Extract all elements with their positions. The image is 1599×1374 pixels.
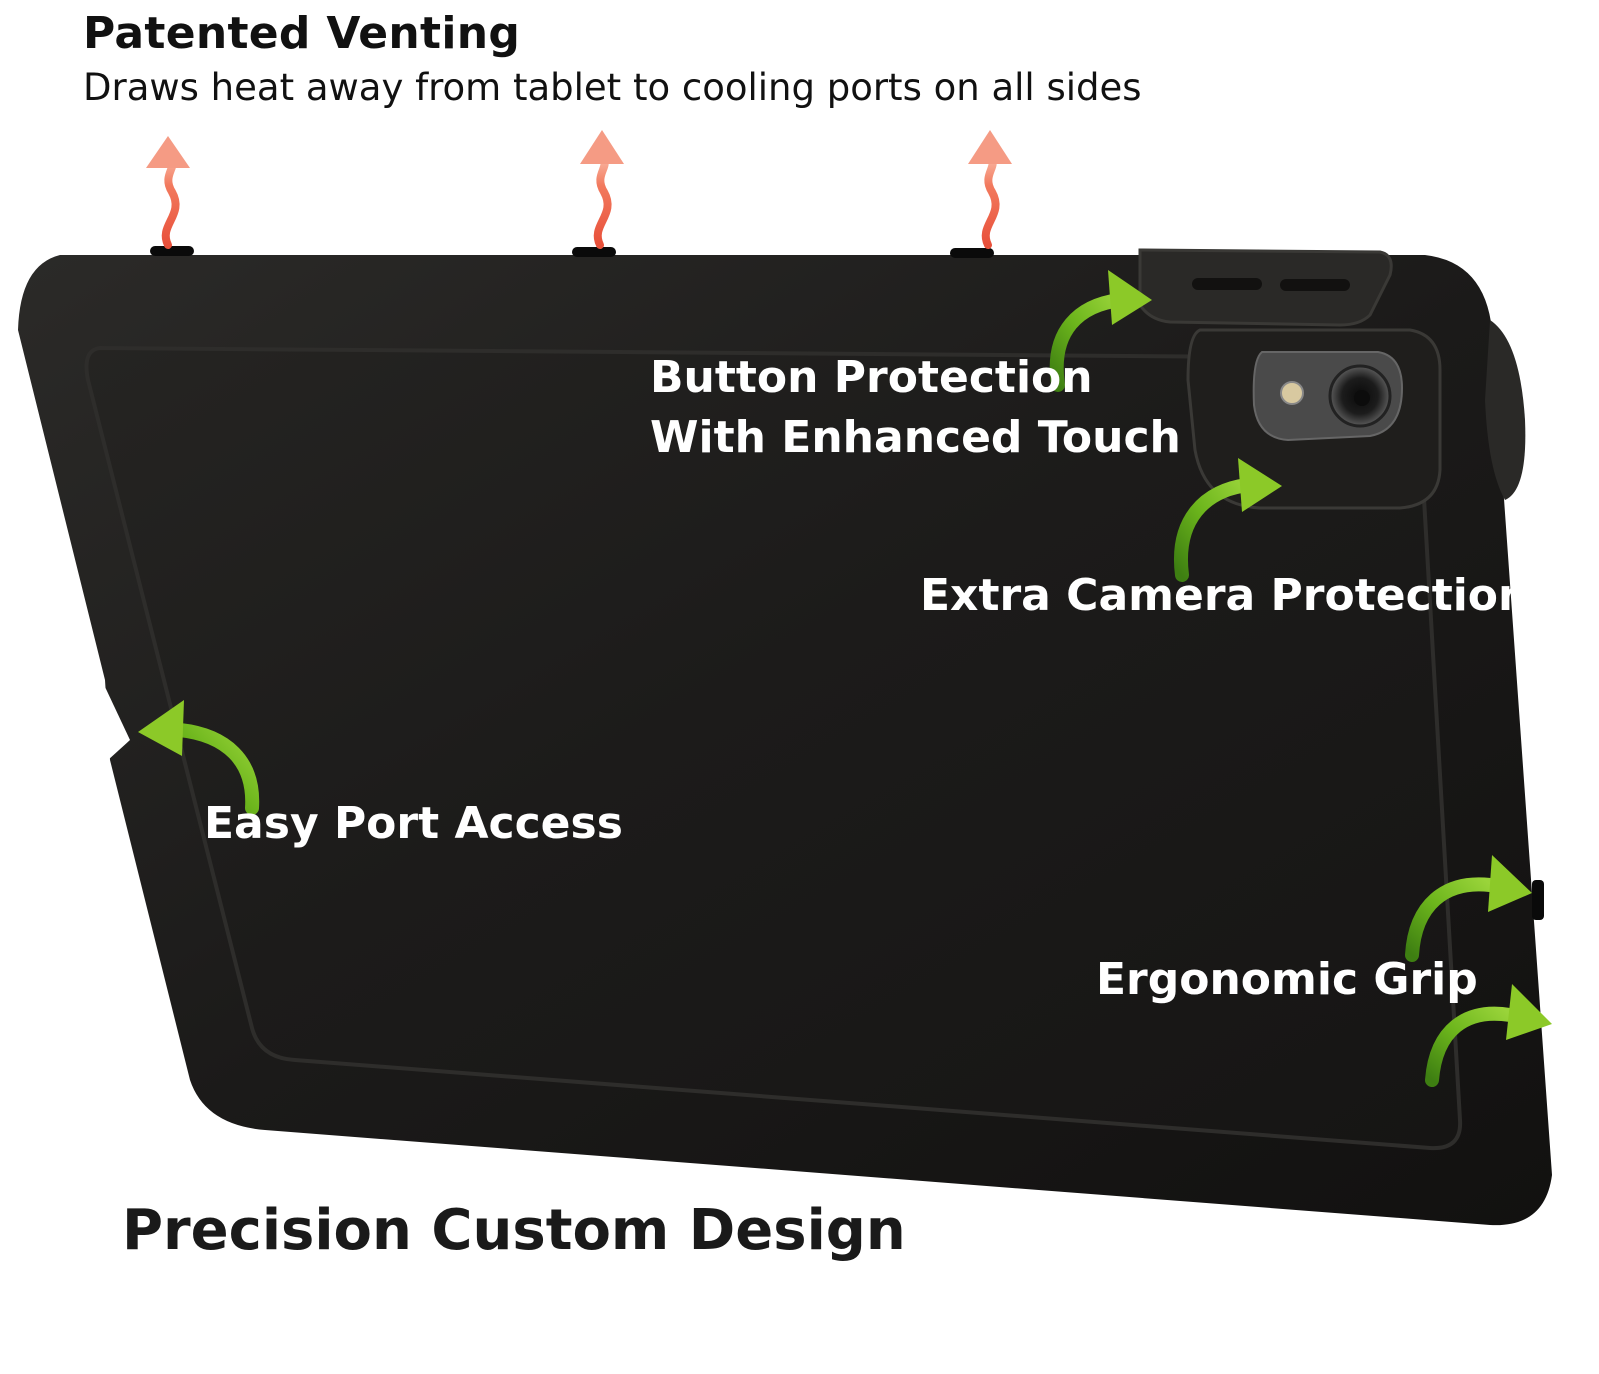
curved-arrow-icon [1049, 270, 1152, 392]
camera-flash [1280, 381, 1304, 405]
vent-right [950, 248, 994, 258]
venting-title: Patented Venting [83, 8, 521, 59]
ergonomic-grip-callout: Ergonomic Grip [1096, 954, 1478, 1005]
venting-subtitle: Draws heat away from tablet to cooling p… [83, 66, 1142, 109]
port-cutout [98, 672, 130, 760]
volume-button-1 [1192, 278, 1262, 290]
camera-protection-callout: Extra Camera Protection [920, 570, 1530, 621]
camera-lens-center [1354, 390, 1370, 406]
curved-arrow-icon [1174, 458, 1282, 582]
footer-title: Precision Custom Design [122, 1198, 906, 1263]
button-protection-line2: With Enhanced Touch [650, 412, 1181, 463]
button-protection-line1: Button Protection [650, 352, 1093, 403]
curved-arrow-icon [1405, 855, 1532, 962]
button-protection-callout: Button Protection With Enhanced Touch [650, 348, 1181, 468]
heat-arrow-icon [580, 130, 624, 249]
side-grip-upper [1485, 320, 1526, 500]
button-housing [1138, 248, 1393, 327]
vent-middle [572, 247, 616, 257]
curved-arrow-icon [138, 700, 260, 815]
side-port [1532, 880, 1544, 920]
port-access-callout: Easy Port Access [204, 798, 623, 849]
heat-arrow-icon [968, 130, 1012, 249]
volume-button-2 [1280, 279, 1350, 291]
curved-arrow-icon [1425, 984, 1552, 1087]
vent-left [150, 246, 194, 256]
heat-arrow-icon [146, 136, 190, 249]
